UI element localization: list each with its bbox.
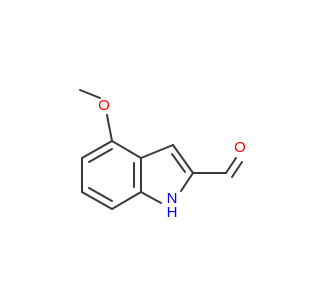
bond-n1-c7a [140, 191, 162, 204]
bond-c7-c6 [81, 191, 113, 210]
indole-hydrogen-label: H [167, 204, 178, 221]
bond-c3a-c3 [140, 144, 174, 159]
aldehyde-oxygen-label: O [234, 139, 246, 156]
methoxy-oxygen-label: O [98, 97, 110, 114]
double-bond-c3-c2-inner [171, 153, 186, 173]
bond-cho-o-1 [225, 157, 237, 174]
bond-c2-n1 [180, 172, 194, 192]
indole-nitrogen-label: N [167, 190, 178, 207]
double-bond-c4-c5-inner [88, 148, 113, 163]
molecule-diagram: O O N H [79, 89, 246, 221]
double-bond-c6-c7-inner [88, 187, 113, 202]
bond-c7a-c7 [111, 191, 142, 210]
molecule-structure: O O N H [79, 89, 246, 221]
bond-c5-c4 [81, 140, 113, 159]
bond-c4-c3a [111, 140, 142, 159]
bond-c3-c2 [172, 144, 194, 174]
bond-methyl-o [79, 89, 101, 99]
bond-o-c4 [106, 114, 113, 142]
bond-cho-o-2 [231, 161, 243, 178]
